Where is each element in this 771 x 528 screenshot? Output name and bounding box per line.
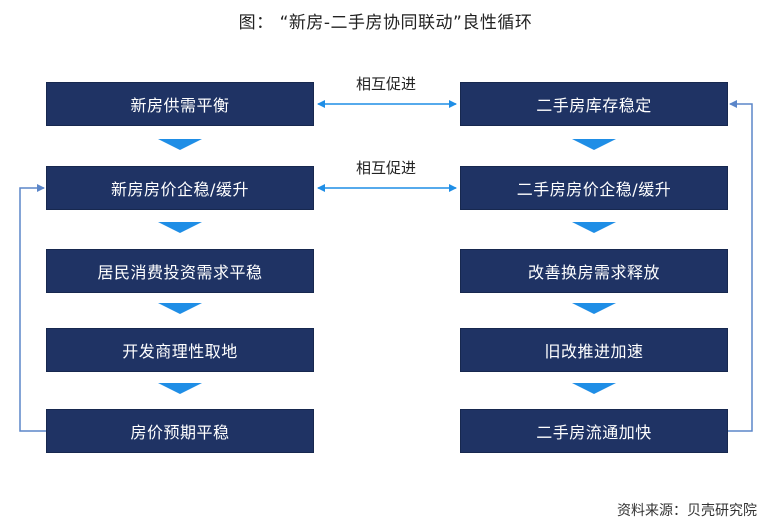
right-box-inventory-stable: 二手房库存稳定 <box>460 82 728 126</box>
left-box-new-price-stable: 新房房价企稳/缓升 <box>46 166 314 210</box>
left-box-price-expectation: 房价预期平稳 <box>46 409 314 453</box>
feedback-loop-left <box>19 184 46 432</box>
down-arrow-right-1 <box>572 139 616 150</box>
down-arrow-left-3 <box>158 303 202 314</box>
down-arrow-left-2 <box>158 222 202 233</box>
down-arrow-right-2 <box>572 222 616 233</box>
left-box-developer-land: 开发商理性取地 <box>46 328 314 372</box>
down-arrow-right-4 <box>572 383 616 394</box>
right-box-second-price-stable: 二手房房价企稳/缓升 <box>460 166 728 210</box>
connector-label-middle: 相互促进 <box>355 159 416 177</box>
diagram-title: 图： “新房-二手房协同联动”良性循环 <box>238 13 533 33</box>
down-arrow-left-4 <box>158 383 202 394</box>
feedback-loop-right <box>728 100 753 432</box>
down-arrow-right-3 <box>572 303 616 314</box>
connector-label-top: 相互促进 <box>355 75 416 93</box>
left-box-resident-demand: 居民消费投资需求平稳 <box>46 249 314 293</box>
right-box-renovation: 旧改推进加速 <box>460 328 728 372</box>
right-box-circulation: 二手房流通加快 <box>460 409 728 453</box>
down-arrow-left-1 <box>158 139 202 150</box>
right-box-upgrade-demand: 改善换房需求释放 <box>460 249 728 293</box>
left-box-new-supply-balance: 新房供需平衡 <box>46 82 314 126</box>
source-note: 资料来源：贝壳研究院 <box>617 503 757 519</box>
